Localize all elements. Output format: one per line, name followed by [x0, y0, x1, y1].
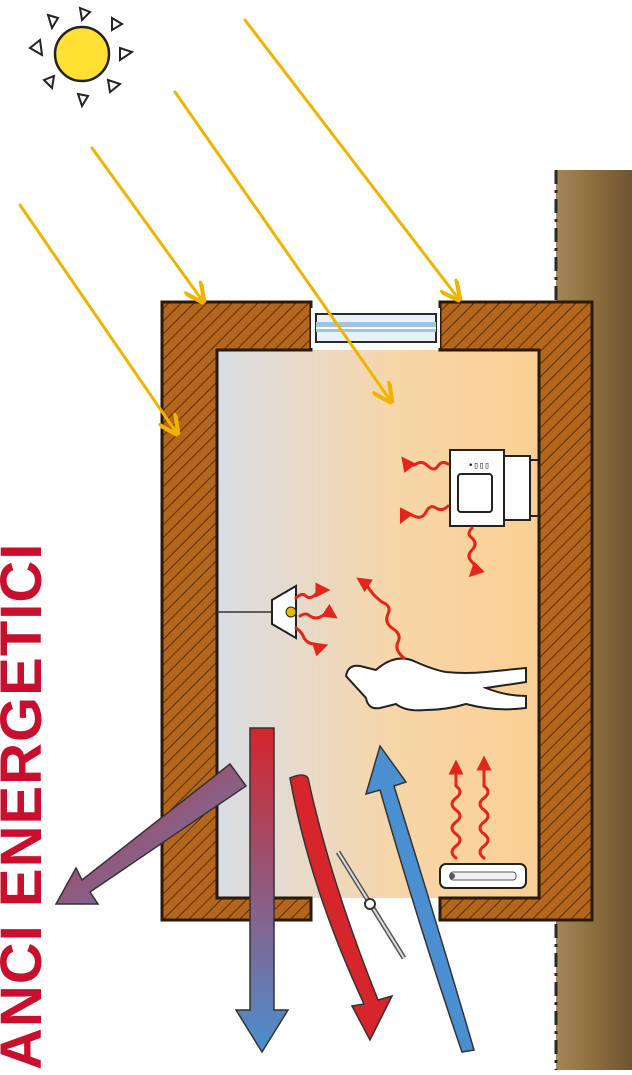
computer-heat-waves: [399, 456, 485, 578]
person-heat-waves: [356, 577, 406, 660]
page-title: ANCI ENERGETICI: [0, 542, 54, 1070]
person-icon: [344, 657, 527, 712]
fresh-air-inflow-arrow: [364, 744, 475, 1053]
solar-rays: [18, 18, 458, 432]
sun-icon: [28, 6, 135, 109]
radiator-icon: [439, 863, 527, 889]
ceiling-lamp-icon: [217, 584, 297, 640]
exhaust-air-arrow-diagonal: [54, 762, 248, 905]
vent-damper-icon: [335, 850, 407, 960]
computer-icon: •▯▯▯: [449, 449, 539, 527]
lamp-heat-waves: [294, 582, 338, 657]
warm-air-outflow-arrow: [289, 774, 394, 1042]
radiator-heat-waves: [448, 755, 492, 860]
window-icon: [315, 313, 437, 343]
exhaust-air-arrow-down: [234, 727, 290, 1054]
svg-text:•▯▯▯: •▯▯▯: [468, 461, 490, 471]
